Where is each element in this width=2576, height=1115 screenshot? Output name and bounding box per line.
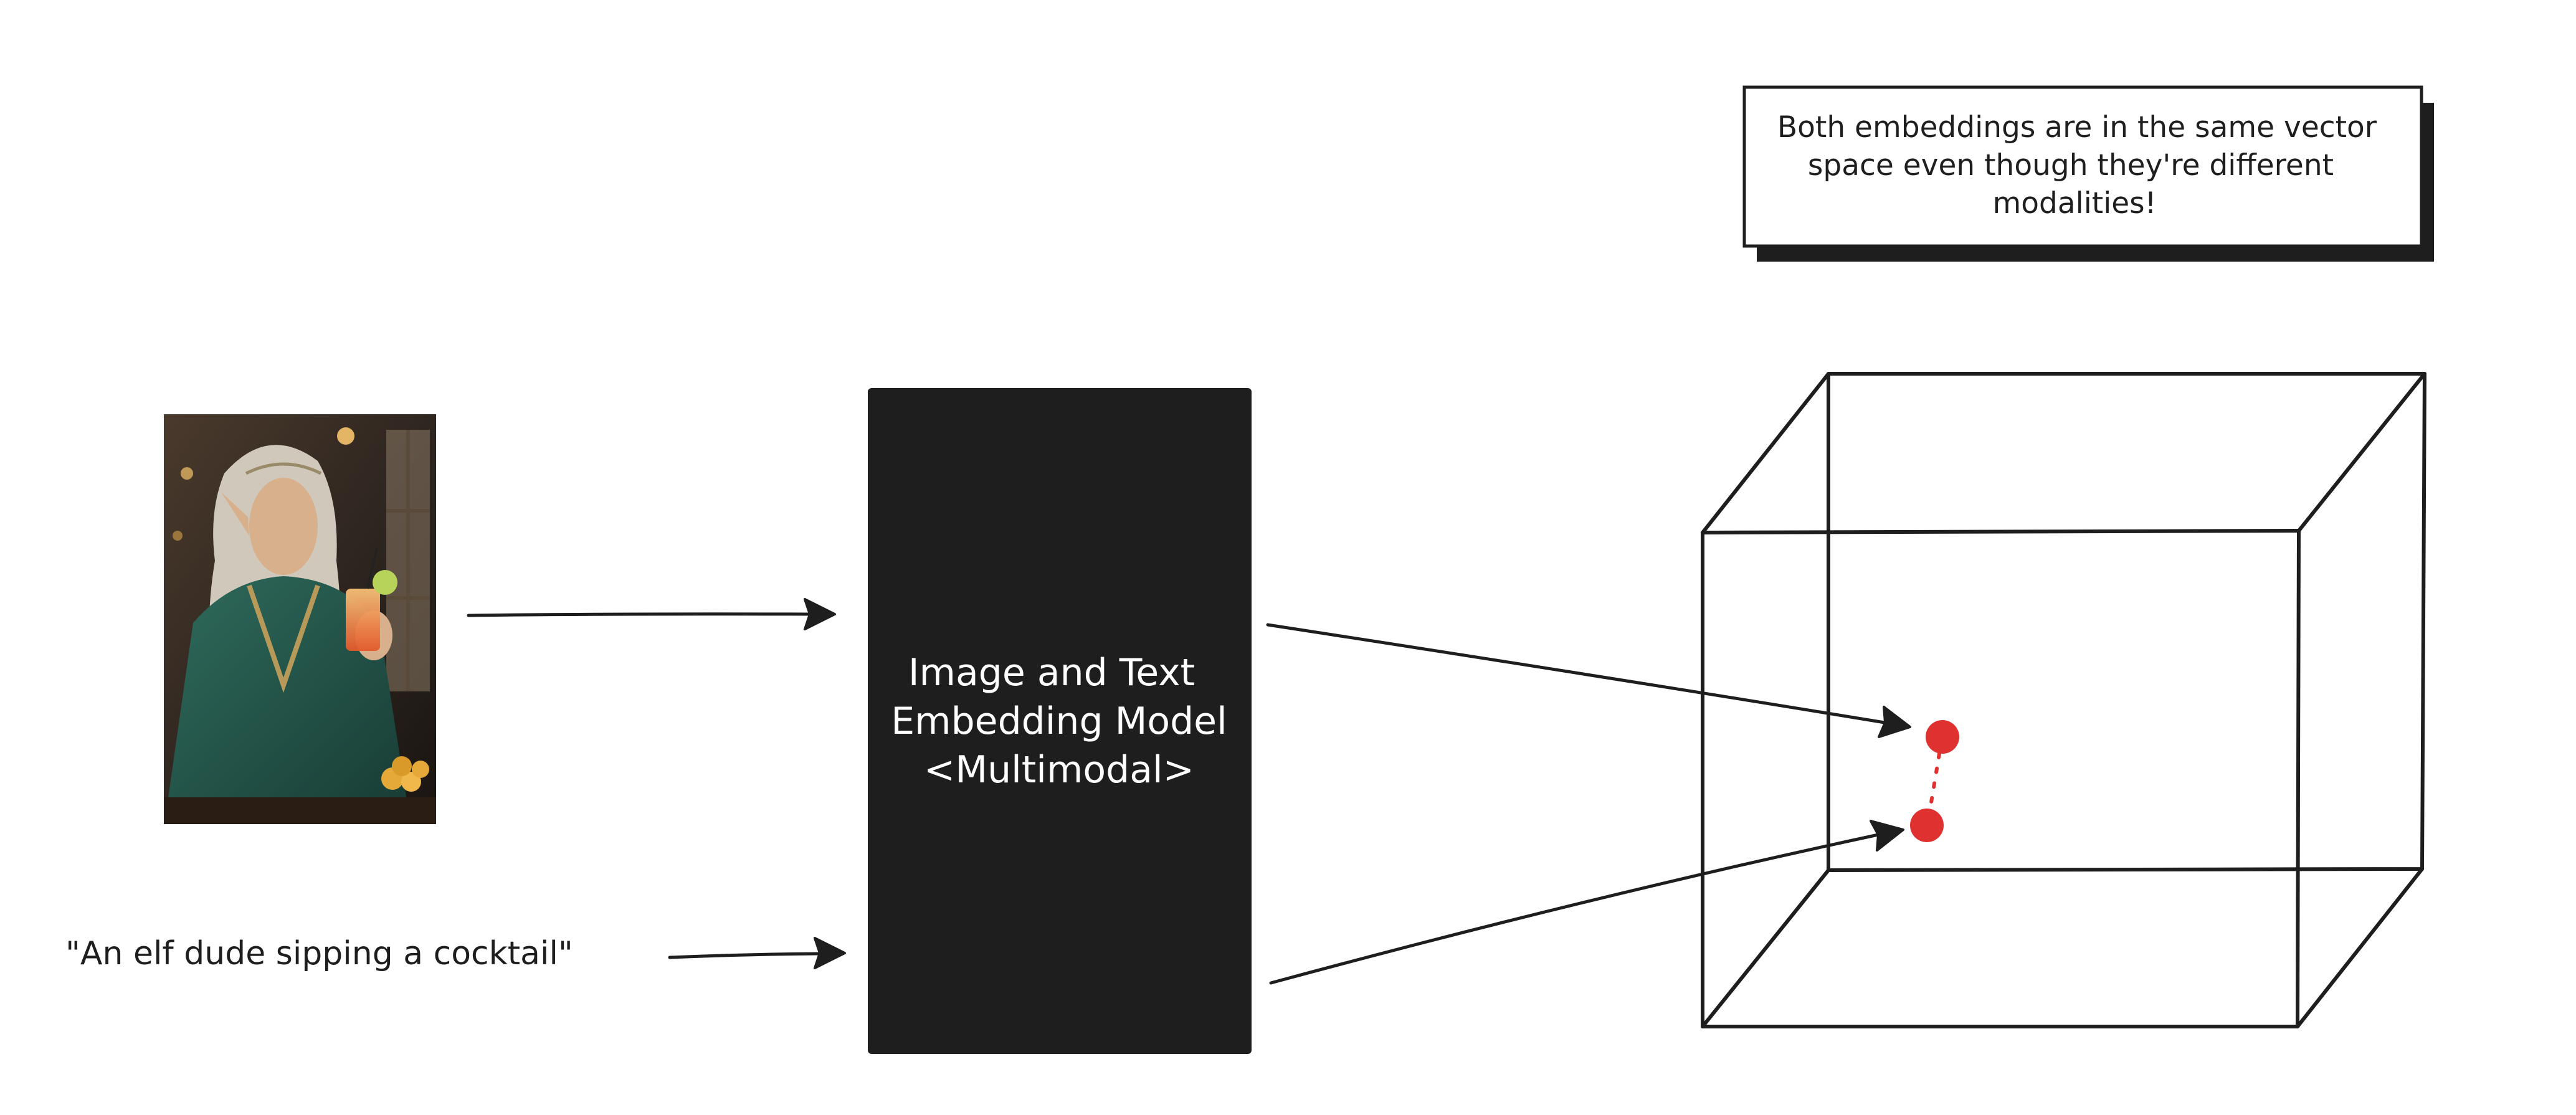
arrow-text-to-model — [668, 937, 846, 969]
text-embedding-point — [1910, 809, 1944, 842]
embedding-points — [1910, 720, 1959, 842]
arrow-image-to-model — [467, 598, 836, 630]
arrow-model-to-image-embedding — [1266, 623, 1911, 738]
image-embedding-point — [1926, 720, 1959, 754]
note-box: Both embeddings are in the same vector s… — [1742, 85, 2434, 262]
note-line-3: modalities! — [1992, 186, 2156, 221]
note-line-2: space even though they're different — [1808, 148, 2334, 183]
model-label-line-3: <Multimodal> — [924, 748, 1194, 792]
note-line-1: Both embeddings are in the same vector — [1777, 110, 2377, 145]
arrow-model-to-text-embedding — [1269, 820, 1904, 985]
model-label-line-1: Image and Text — [908, 651, 1195, 695]
embedding-model-box: Image and Text Embedding Model <Multimod… — [868, 388, 1252, 1054]
input-caption: "An elf dude sipping a cocktail" — [65, 935, 573, 972]
3d-cube-icon — [1701, 372, 2426, 1028]
elf-portrait-image — [164, 414, 436, 824]
model-label-line-2: Embedding Model — [891, 700, 1227, 743]
